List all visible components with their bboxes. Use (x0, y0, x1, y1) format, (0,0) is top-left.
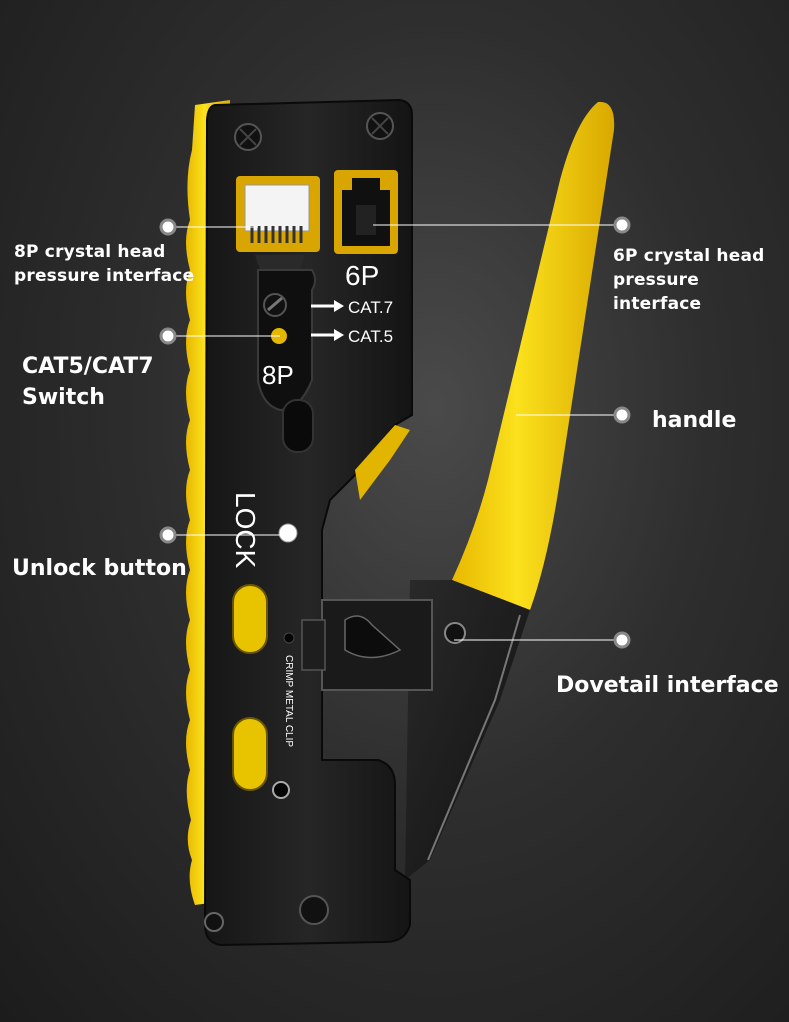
bottom-screw-mid (272, 781, 290, 799)
eight-p-crimp-slot (236, 176, 320, 270)
dovetail-block (301, 599, 466, 691)
switch-slot (282, 399, 314, 453)
top-right-screw (366, 112, 394, 140)
eight-p-marking: 8P (262, 360, 294, 390)
top-left-screw (234, 123, 262, 151)
six-p-marking: 6P (345, 260, 379, 291)
bottom-left-screw (204, 912, 224, 932)
cat5-arrow-icon (311, 329, 344, 341)
unlock-button[interactable] (278, 523, 298, 543)
small-hole (283, 632, 295, 644)
dovetail-interface-label: Dovetail interface (556, 673, 779, 698)
handle-label: handle (652, 408, 737, 433)
six-p-interface-label: 6P crystal head pressure interface (613, 246, 765, 314)
cat7-marking: CAT.7 (348, 298, 393, 317)
pivot-accent (355, 425, 410, 500)
eight-p-interface-label: 8P crystal head pressure interface (14, 242, 195, 286)
callout-leaders (168, 224, 622, 641)
jaw-edge-highlight (427, 614, 521, 861)
upper-oval-slot (232, 584, 268, 654)
cat7-arrow-icon (311, 300, 344, 312)
six-p-crimp-slot (334, 170, 398, 254)
unlock-button-label: Unlock button (12, 556, 187, 581)
cat-switch-label: CAT5/CAT7 Switch (22, 354, 154, 410)
callout-dots (159, 216, 631, 649)
cat5-marking: CAT.5 (348, 327, 393, 346)
bottom-right-screw (299, 895, 329, 925)
lock-marking: LOCK (230, 492, 261, 569)
handle-body (452, 101, 615, 610)
lower-jaw (405, 580, 530, 880)
lower-oval-slot (232, 717, 268, 791)
cat-switch-plate (257, 269, 316, 412)
crimp-metal-clip-marking: CRIMP METAL CLIP (283, 655, 294, 747)
